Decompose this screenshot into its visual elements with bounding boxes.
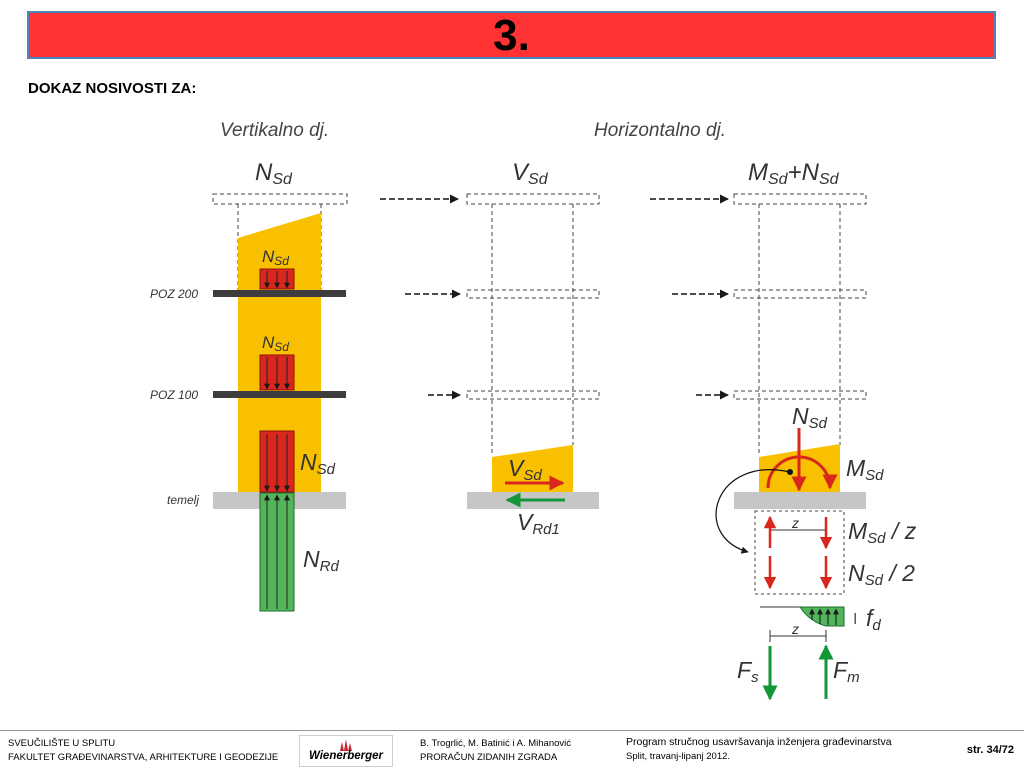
footer-program: Program stručnog usavršavanja inženjera …	[626, 736, 892, 748]
nrd-resistance-block	[259, 492, 295, 612]
label-poz100: POZ 100	[150, 388, 198, 402]
label-poz200: POZ 200	[150, 287, 198, 301]
structural-diagram: Vertikalno dj. Horizontalno dj. NSd VSd …	[150, 120, 917, 701]
label-nsd-over-2: NSd / 2	[848, 560, 915, 589]
label-I-marker: I	[853, 611, 857, 628]
label-msd-right: MSd	[846, 455, 884, 484]
wienerberger-logo: Wienerberger	[299, 735, 393, 767]
label-msd-nsd-top: MSd+NSd	[748, 159, 840, 188]
header-horizontal: Horizontalno dj.	[594, 120, 726, 141]
section-heading: DOKAZ NOSIVOSTI ZA:	[28, 80, 197, 97]
footer-university: SVEUČILIŠTE U SPLITU	[8, 738, 116, 749]
wall-bending: NSd MSd z MSd / z NSd / 2 I fd z Fs Fm	[715, 193, 917, 701]
transfer-curve-arrow	[715, 469, 791, 554]
footer: SVEUČILIŠTE U SPLITU FAKULTET GRAĐEVINAR…	[0, 730, 1024, 769]
force-couple-box	[754, 510, 845, 595]
slab-poz100	[213, 391, 346, 398]
nsd-block-2	[259, 354, 295, 391]
logo-text: Wienerberger	[308, 750, 384, 762]
label-z-1: z	[791, 515, 799, 531]
label-fd: fd	[866, 605, 881, 634]
label-nsd-right: NSd	[792, 403, 828, 432]
msd-moment-arrow	[766, 455, 838, 490]
label-nsd-top: NSd	[255, 159, 293, 188]
wall-vertical: NSd NSd NSd NRd POZ 200 POZ 100 temelj	[150, 193, 348, 612]
slide-title-bar: 3.	[27, 11, 996, 59]
compression-stress-block	[799, 606, 845, 627]
label-nrd: NRd	[303, 546, 339, 575]
footer-authors: B. Trogrlić, M. Batinić i A. Mihanović	[420, 738, 571, 749]
header-vertical: Vertikalno dj.	[220, 120, 329, 141]
foundation-right	[734, 492, 866, 509]
slab-poz200	[213, 290, 346, 297]
label-fm: Fm	[833, 657, 860, 686]
label-msd-over-z: MSd / z	[848, 518, 917, 547]
wall-shear: VSd VRd1	[466, 193, 600, 538]
footer-course: PRORAČUN ZIDANIH ZGRADA	[420, 752, 558, 763]
nsd-block-3	[259, 430, 295, 493]
label-vrd1: VRd1	[517, 509, 560, 538]
vertical-load-diagram	[238, 213, 321, 493]
footer-location-date: Split, travanj-lipanj 2012.	[626, 751, 731, 762]
label-fs: Fs	[737, 657, 759, 686]
footer-faculty: FAKULTET GRAĐEVINARSTVA, ARHITEKTURE I G…	[8, 752, 279, 763]
load-transfer-arrows	[380, 194, 729, 400]
nsd-block-1	[259, 268, 295, 290]
label-z-2: z	[791, 621, 799, 637]
label-vsd-top: VSd	[512, 159, 549, 188]
label-temelj: temelj	[167, 493, 199, 507]
page-number: str. 34/72	[966, 744, 1014, 756]
slide-title: 3.	[493, 11, 530, 60]
logo-flame-icon	[340, 739, 352, 751]
